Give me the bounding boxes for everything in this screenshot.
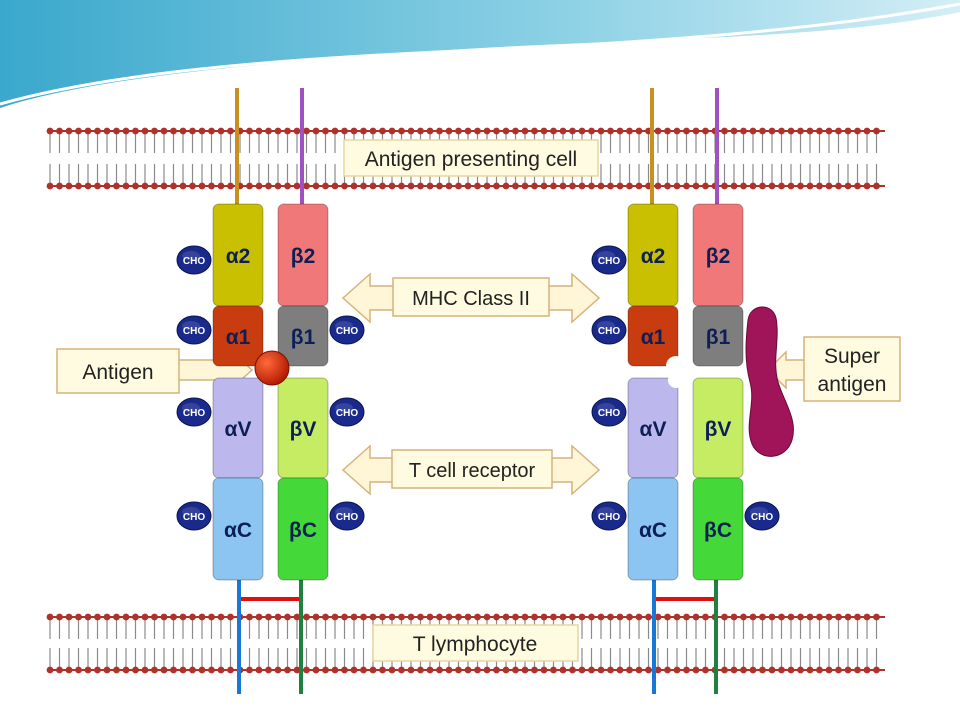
domain-av-right: αV [627,377,679,479]
superantigen-molecule [745,306,794,457]
cho-label: CHO [336,512,358,523]
domain-bv-left: βV [277,377,329,479]
apc-label: Antigen presenting cell [365,148,577,171]
domain-ac-left: αC [212,477,264,581]
superantigen-callout: Super antigen [766,336,901,402]
glycans: CHO CHO CHO CHO CHO CHO CHO CHO CHO CHO CHO CHO [176,245,780,531]
domain-label: βV [705,418,732,441]
domain-label: α2 [226,245,251,268]
domain-bv-right: βV [692,377,744,479]
cho-glycan: CHO [591,245,627,275]
cho-label: CHO [336,326,358,337]
mhc-arrow: MHC Class II [341,272,601,324]
tcr-label: T cell receptor [409,460,536,482]
cho-glycan: CHO [176,397,212,427]
cho-label: CHO [598,326,620,337]
domain-b1-left: β1 [277,305,329,367]
header-wave [0,0,960,111]
domain-label: β1 [291,326,316,349]
domain-a1-right: α1 [627,305,679,367]
groove-notch [666,356,686,376]
protein-domains: α2 β2 α1 β1 αV βV αC βC α2 β2 α1 β1 αV βV αC βC [212,203,744,581]
cho-label: CHO [336,408,358,419]
cho-glycan: CHO [329,501,365,531]
domain-a1-left: α1 [212,305,264,367]
domain-label: αC [639,519,667,542]
domain-label: β2 [706,245,731,268]
cho-glycan: CHO [744,501,780,531]
tcell-label: T lymphocyte [413,633,538,656]
domain-label: βC [289,519,317,542]
cho-glycan: CHO [176,501,212,531]
antigen-label: Antigen [82,361,153,384]
antigen-peptide [254,350,290,386]
cho-label: CHO [183,408,205,419]
domain-a2-right: α2 [627,203,679,307]
domain-b2-left: β2 [277,203,329,307]
mhc-label: MHC Class II [412,288,530,310]
domain-bc-left: βC [277,477,329,581]
domain-label: α2 [641,245,666,268]
domain-b1-right: β1 [692,305,744,367]
superantigen-label-2: antigen [818,373,887,396]
domain-label: βC [704,519,732,542]
domain-label: αC [224,519,252,542]
domain-label: α1 [226,326,251,349]
cho-glycan: CHO [329,397,365,427]
tcell-label-box: T lymphocyte [372,624,579,662]
domain-ac-right: αC [627,477,679,581]
cho-glycan: CHO [329,315,365,345]
cho-label: CHO [751,512,773,523]
cho-label: CHO [598,408,620,419]
cho-label: CHO [183,326,205,337]
domain-label: β2 [291,245,316,268]
cho-glycan: CHO [176,315,212,345]
domain-label: β1 [706,326,731,349]
apc-label-box: Antigen presenting cell [343,139,599,177]
superantigen-label-1: Super [824,345,880,368]
domain-label: αV [225,418,252,441]
domain-av-left: αV [212,377,264,479]
cho-label: CHO [598,512,620,523]
cho-label: CHO [183,512,205,523]
domain-bc-right: βC [692,477,744,581]
domain-label: βV [290,418,317,441]
cho-glycan: CHO [176,245,212,275]
groove-notch [668,372,684,388]
cho-label: CHO [183,256,205,267]
domain-label: α1 [641,326,666,349]
cho-label: CHO [598,256,620,267]
cho-glycan: CHO [591,501,627,531]
domain-a2-left: α2 [212,203,264,307]
domain-b2-right: β2 [692,203,744,307]
domain-label: αV [640,418,667,441]
tcr-arrow: T cell receptor [341,444,601,496]
cho-glycan: CHO [591,315,627,345]
cho-glycan: CHO [591,397,627,427]
transmembrane-tails [235,88,719,694]
